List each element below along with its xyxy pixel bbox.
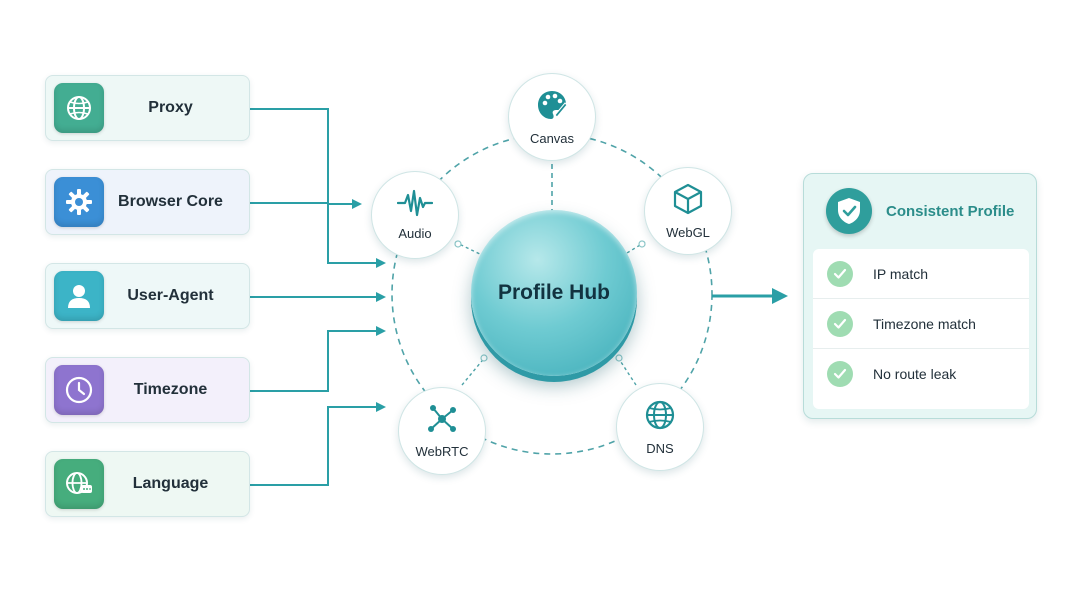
input-card-timezone[interactable]: Timezone: [45, 357, 250, 423]
result-item-no-route-leak: No route leak: [813, 349, 1029, 399]
input-card-browser-core[interactable]: Browser Core: [45, 169, 250, 235]
node-webrtc[interactable]: WebRTC: [398, 387, 486, 475]
input-card-proxy[interactable]: Proxy: [45, 75, 250, 141]
palette-icon: [535, 88, 569, 127]
node-canvas[interactable]: Canvas: [508, 73, 596, 161]
input-card-label: User-Agent: [127, 287, 214, 304]
input-card-label: Language: [132, 475, 209, 492]
network-icon: [425, 403, 459, 440]
connector-proxy: [250, 108, 362, 209]
input-card-user-agent[interactable]: User-Agent: [45, 263, 250, 329]
result-item-label: Timezone match: [873, 315, 976, 332]
globe-icon: [643, 398, 677, 437]
connector-browser-core: [250, 202, 386, 268]
spoke-dot: [638, 240, 646, 248]
input-card-label: Browser Core: [118, 193, 223, 210]
spoke-dot: [615, 354, 623, 362]
node-audio[interactable]: Audio: [371, 171, 459, 259]
spoke-dot: [454, 240, 462, 248]
language-globe-icon: [54, 459, 104, 509]
node-label: DNS: [646, 441, 674, 456]
result-list: IP match Timezone match No route leak: [813, 249, 1029, 409]
result-item-label: IP match: [873, 265, 928, 282]
profile-hub[interactable]: Profile Hub: [471, 210, 637, 376]
connector-timezone: [250, 326, 386, 392]
gear-icon: [54, 177, 104, 227]
result-header: Consistent Profile: [804, 174, 1036, 248]
spoke-audio: [454, 241, 485, 257]
hub-label: Profile Hub: [497, 281, 610, 304]
cube-icon: [671, 182, 705, 221]
user-icon: [54, 271, 104, 321]
result-panel: Consistent Profile IP match Timezone mat…: [803, 173, 1037, 419]
check-icon: [827, 361, 853, 387]
check-icon: [827, 310, 853, 337]
node-dns[interactable]: DNS: [616, 383, 704, 471]
spoke-webgl: [621, 241, 646, 257]
result-item-timezone-match: Timezone match: [813, 299, 1029, 349]
spoke-dot: [480, 354, 488, 362]
connector-language: [250, 402, 386, 486]
shield-check-icon: [826, 188, 872, 234]
waveform-icon: [396, 189, 434, 222]
result-item-ip-match: IP match: [813, 249, 1029, 299]
globe-icon: [54, 83, 104, 133]
node-label: Canvas: [529, 131, 575, 146]
input-card-label: Proxy: [148, 99, 193, 116]
node-label: Audio: [398, 226, 432, 241]
node-label: WebGL: [666, 225, 710, 240]
result-title: Consistent Profile: [886, 202, 1015, 220]
node-label: WebRTC: [415, 444, 469, 459]
check-icon: [827, 260, 853, 287]
clock-icon: [54, 365, 104, 415]
input-card-language[interactable]: Language: [45, 451, 250, 517]
result-item-label: No route leak: [873, 366, 957, 382]
input-card-label: Timezone: [133, 381, 208, 398]
node-webgl[interactable]: WebGL: [644, 167, 732, 255]
